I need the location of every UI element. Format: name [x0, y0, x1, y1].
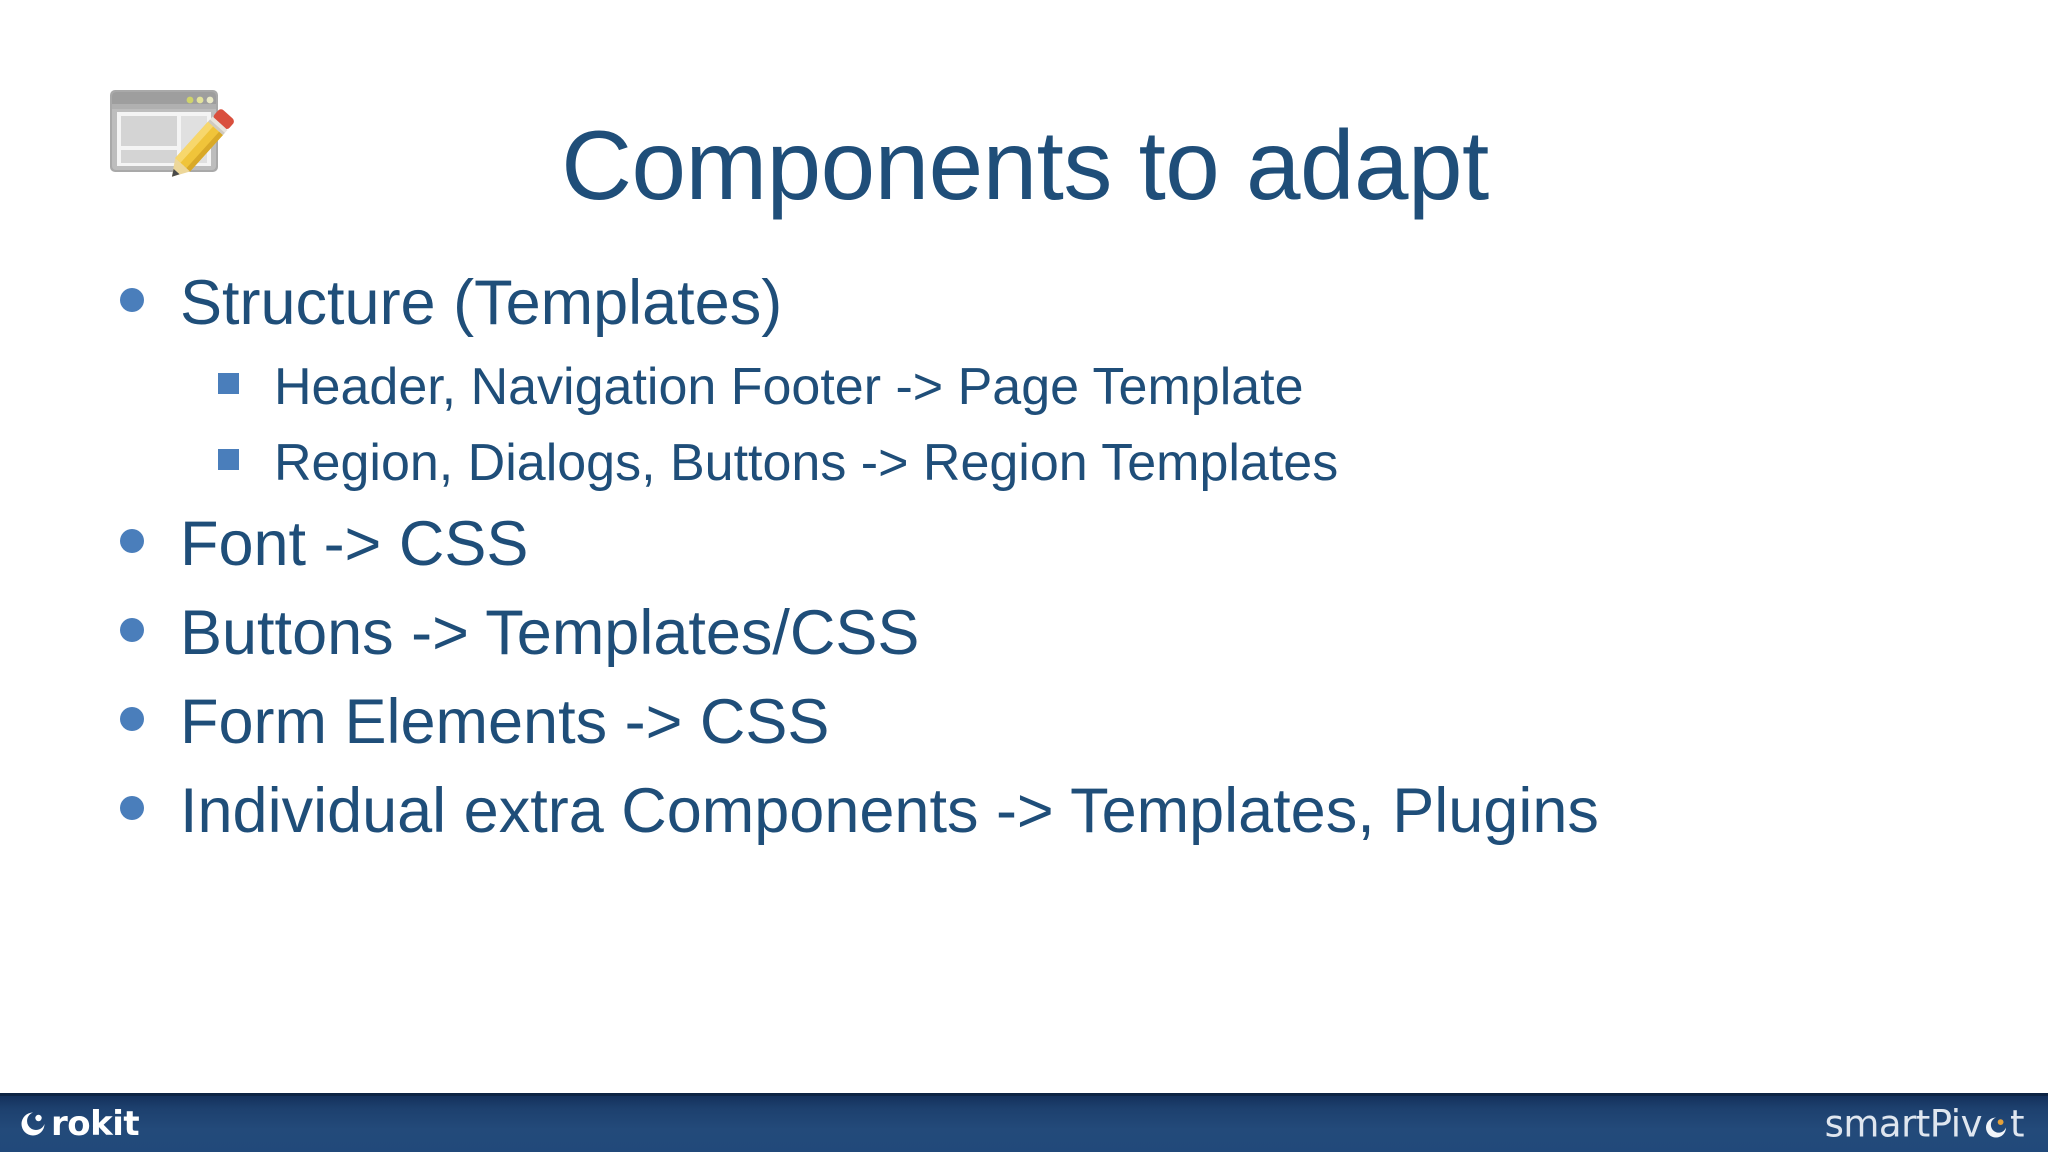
- bullet-text: Region, Dialogs, Buttons -> Region Templ…: [274, 433, 1339, 492]
- footer-bar: rokit smartPiv t: [0, 1093, 2048, 1152]
- bullet-item-buttons: Buttons -> Templates/CSS: [120, 592, 2000, 675]
- round-bullet-icon: [120, 288, 180, 317]
- bullet-text: Buttons -> Templates/CSS: [180, 597, 920, 668]
- bullet-item-region-dialogs-buttons: Region, Dialogs, Buttons -> Region Templ…: [120, 427, 2000, 501]
- rokit-circle-mark-icon: [18, 1109, 48, 1139]
- bullet-item-header-navigation-footer: Header, Navigation Footer -> Page Templa…: [120, 351, 2000, 425]
- smartpivot-circle-mark-icon: [1983, 1114, 2009, 1140]
- bullet-text: Individual extra Components -> Templates…: [180, 776, 1599, 847]
- bullet-item-individual-extra-components: Individual extra Components -> Templates…: [120, 770, 2000, 853]
- bullet-list: Structure (Templates) Header, Navigation…: [120, 262, 2000, 859]
- web-page-edit-icon: [100, 68, 240, 193]
- page-title: Components to adapt: [561, 109, 1489, 220]
- round-bullet-icon: [120, 796, 180, 825]
- square-bullet-icon: [218, 373, 274, 399]
- bullet-item-form-elements: Form Elements -> CSS: [120, 681, 2000, 764]
- rokit-wordmark: rokit: [51, 1104, 140, 1144]
- round-bullet-icon: [120, 528, 180, 558]
- smartpivot-wordmark-before: smartPiv: [1824, 1102, 1983, 1146]
- title-row: Components to adapt: [0, 46, 2048, 218]
- bullet-text: Header, Navigation Footer -> Page Templa…: [274, 358, 1304, 417]
- bullet-text: Form Elements -> CSS: [180, 687, 830, 758]
- smartpivot-wordmark-after: t: [2009, 1102, 2025, 1146]
- bullet-item-structure: Structure (Templates): [120, 262, 2000, 345]
- bullet-item-font: Font -> CSS: [120, 503, 2000, 586]
- round-bullet-icon: [120, 707, 180, 736]
- round-bullet-icon: [120, 617, 180, 647]
- square-bullet-icon: [218, 448, 274, 475]
- rokit-logo: rokit: [18, 1104, 140, 1144]
- bullet-text: Structure (Templates): [180, 268, 783, 338]
- bullet-text: Font -> CSS: [180, 508, 529, 579]
- smartpivot-logo: smartPiv t: [1824, 1102, 2025, 1146]
